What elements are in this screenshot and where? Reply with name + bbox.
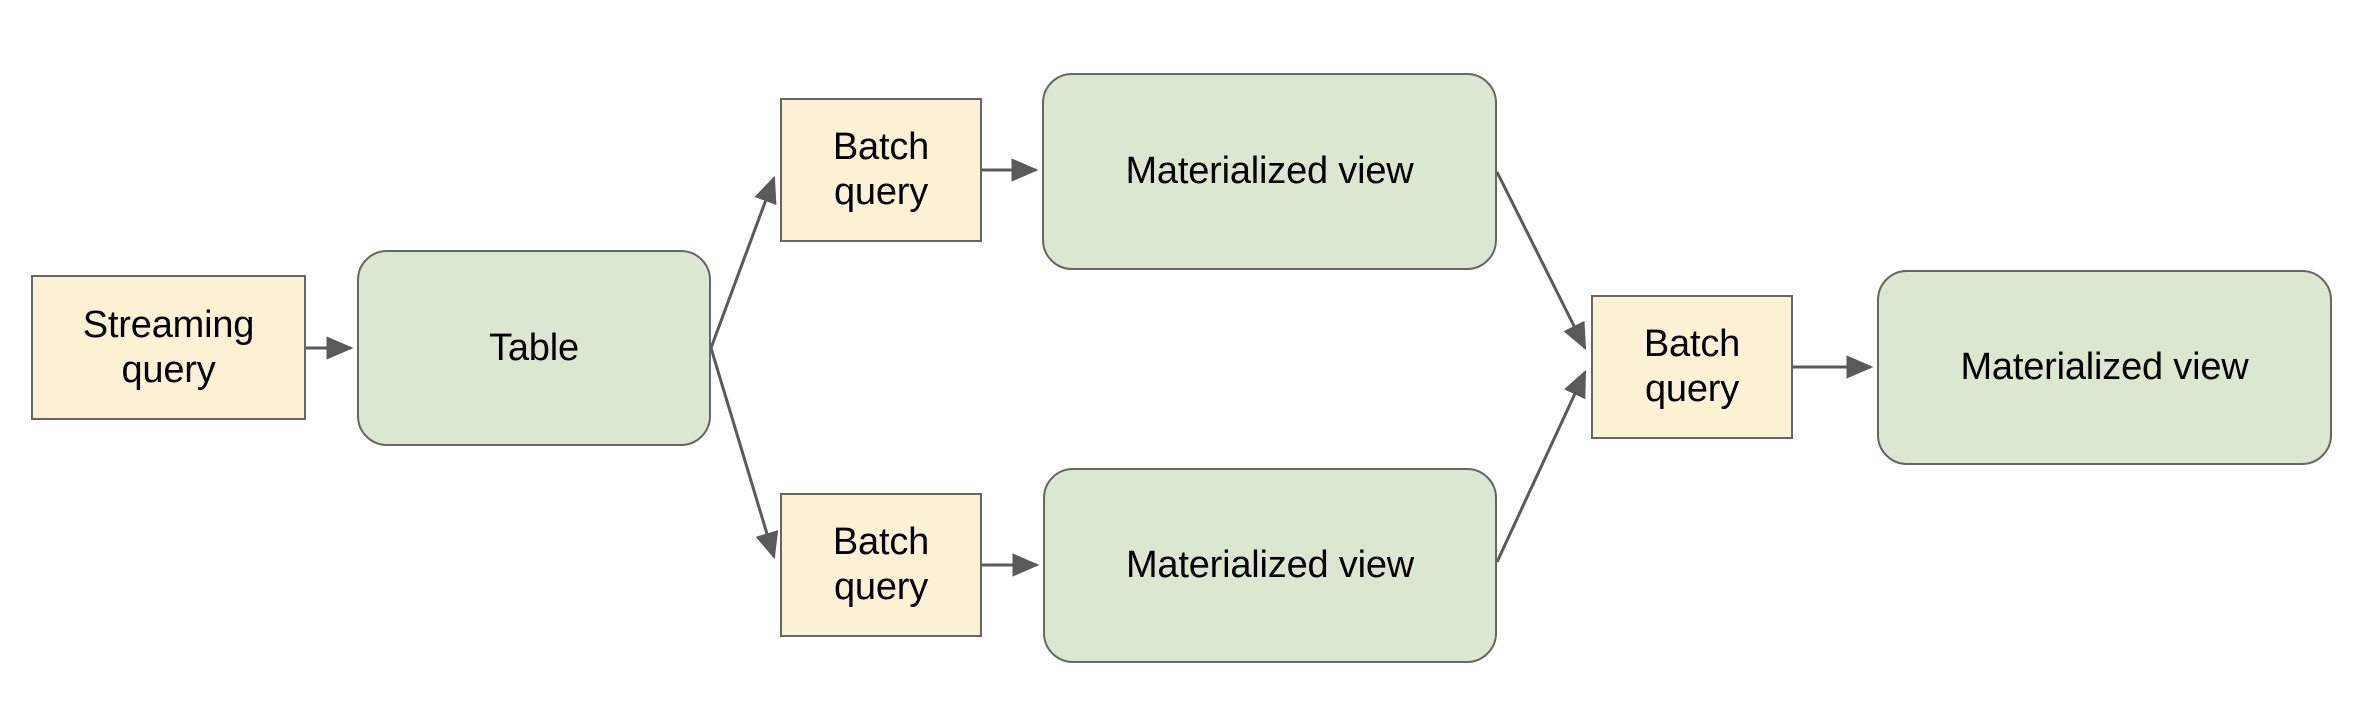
node-materialized-view-top[interactable]: Materialized view (1042, 73, 1497, 270)
edge-mv-top-to-batch-join (1495, 171, 1587, 351)
edge-table-to-batch-bottom (709, 347, 779, 560)
node-batch-query-top[interactable]: Batch query (780, 98, 982, 242)
node-label: Batch query (832, 521, 930, 608)
node-materialized-view-bottom[interactable]: Materialized view (1043, 468, 1497, 663)
node-label: Materialized view (1960, 346, 2249, 389)
node-batch-query-bottom[interactable]: Batch query (780, 493, 982, 637)
node-label: Materialized view (1125, 544, 1415, 587)
node-streaming-query[interactable]: Streaming query (31, 275, 306, 420)
node-batch-query-join[interactable]: Batch query (1591, 295, 1793, 439)
node-label: Table (489, 326, 579, 369)
node-label: Batch query (1643, 323, 1741, 410)
node-label: Materialized view (1125, 150, 1414, 193)
node-label: Batch query (832, 126, 930, 213)
edge-mv-bottom-to-batch-join (1495, 369, 1587, 563)
edge-table-to-batch-top (709, 175, 777, 349)
node-label: Streaming query (82, 303, 255, 391)
node-table[interactable]: Table (357, 250, 711, 446)
node-materialized-view-final[interactable]: Materialized view (1877, 270, 2332, 465)
